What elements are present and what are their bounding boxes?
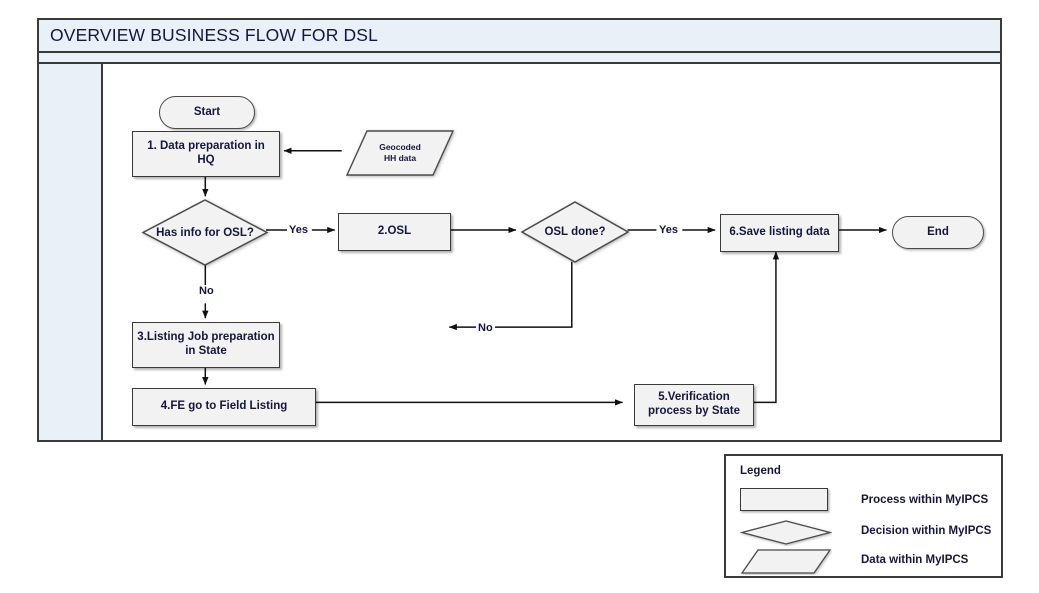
legend-decision-label: Decision within MyIPCS [861, 525, 992, 537]
legend: Legend Process within MyIPCS Decision wi… [724, 454, 1003, 578]
title-bar: OVERVIEW BUSINESS FLOW FOR DSL [39, 20, 1000, 53]
node-step2-label: 2.OSL [377, 225, 412, 238]
node-end[interactable]: End [892, 216, 984, 249]
diagram-frame: OVERVIEW BUSINESS FLOW FOR DSL [37, 18, 1002, 442]
diamond-shape [141, 199, 269, 266]
node-decision-osl-done[interactable]: OSL done? [520, 200, 630, 264]
node-geocoded-hh-data-label: Geocoded HH data [345, 129, 455, 177]
legend-process-label: Process within MyIPCS [861, 494, 989, 506]
node-decision2-label: OSL done? [544, 226, 606, 238]
node-start-label: Start [193, 105, 221, 118]
subheader-strip [39, 53, 1000, 64]
node-end-label: End [927, 225, 949, 238]
node-step6-save-listing-data[interactable]: 6.Save listing data [720, 214, 839, 252]
node-step3-label: 3.Listing Job preparation in State [137, 331, 274, 359]
node-decision1-label: Has info for OSL? [156, 226, 254, 239]
node-step2-osl[interactable]: 2.OSL [338, 213, 451, 251]
swimlane-column [39, 64, 103, 440]
node-decision-has-info-for-osl[interactable]: Has info for OSL? [141, 198, 269, 267]
legend-data-label: Data within MyIPCS [861, 554, 969, 566]
legend-process-icon [740, 488, 828, 511]
parallelogram-shape [345, 130, 455, 176]
parallelogram-icon [740, 549, 832, 574]
legend-data-icon [740, 548, 832, 580]
edge-label-decision2-yes: Yes [657, 224, 680, 236]
legend-row-decision: Decision within MyIPCS [726, 519, 1001, 549]
node-step1-data-preparation[interactable]: 1. Data preparation in HQ [132, 131, 280, 177]
flowchart-canvas: Start 1. Data preparation in HQ Geocoded… [39, 20, 1000, 440]
step3-line2: in State [185, 345, 227, 357]
edge-label-decision1-no: No [197, 285, 216, 297]
legend-title: Legend [740, 465, 781, 477]
diamond-shape [520, 201, 630, 263]
geodata-line2: HH data [383, 153, 417, 163]
node-step4-fe-field-listing[interactable]: 4.FE go to Field Listing [132, 388, 316, 426]
node-step6-label: 6.Save listing data [729, 226, 830, 239]
node-step1-label: 1. Data preparation in HQ [147, 140, 265, 166]
node-step4-label: 4.FE go to Field Listing [160, 400, 288, 413]
step5-line1: 5.Verification [658, 391, 730, 404]
legend-decision-icon [739, 519, 833, 551]
node-step3-listing-job-preparation[interactable]: 3.Listing Job preparation in State [132, 322, 280, 368]
legend-row-data: Data within MyIPCS [726, 548, 1001, 578]
legend-row-process: Process within MyIPCS [726, 488, 1001, 518]
node-start[interactable]: Start [159, 96, 255, 129]
diamond-icon [739, 520, 833, 545]
node-geocoded-hh-data[interactable]: Geocoded HH data [345, 129, 455, 177]
page-title: OVERVIEW BUSINESS FLOW FOR DSL [50, 25, 378, 45]
geodata-line1: Geocoded [379, 141, 421, 152]
node-step5-label: 5.Verification process by State [648, 391, 740, 419]
edge-label-decision2-no: No [476, 322, 495, 334]
step5-line2: process by State [647, 405, 741, 417]
edge-label-decision1-yes: Yes [287, 224, 310, 236]
node-step5-verification-process[interactable]: 5.Verification process by State [634, 384, 754, 426]
step3-line1: 3.Listing Job preparation [137, 331, 275, 344]
